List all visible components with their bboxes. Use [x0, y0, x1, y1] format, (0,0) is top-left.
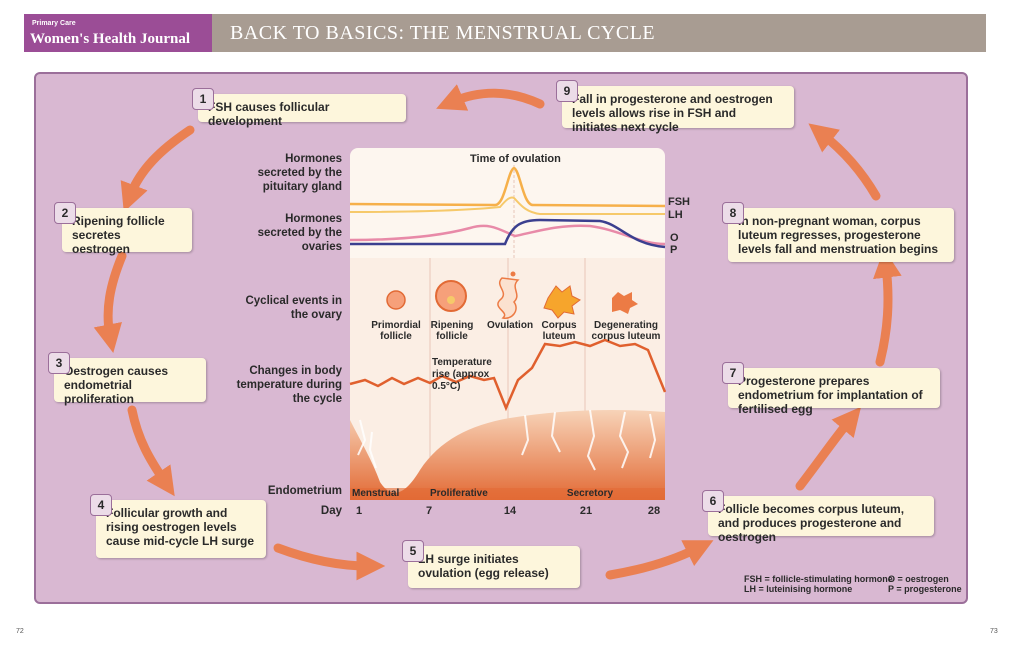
ovary-event-degenerating: Degenerating corpus luteum	[591, 320, 661, 342]
step-2-box: Ripening follicle secretes oestrogen	[62, 208, 192, 256]
arrow-1-to-2	[120, 125, 195, 213]
step-8-box: In non-pregnant woman, corpus luteum reg…	[728, 208, 954, 262]
step-4-box: Follicular growth and rising oestrogen l…	[96, 500, 266, 558]
page-title: BACK TO BASICS: THE MENSTRUAL CYCLE	[230, 22, 656, 44]
arrow-6-to-7	[795, 406, 862, 491]
day-14: 14	[503, 505, 517, 517]
hormone-label-p: P	[670, 244, 678, 256]
legend-fsh: FSH = follicle-stimulating hormone	[744, 574, 893, 584]
arrow-3-to-4	[127, 405, 175, 497]
label-day: Day	[320, 505, 342, 517]
endometrium-shape	[350, 410, 665, 500]
oestrogen-curve	[349, 224, 666, 246]
step-5-number: 5	[402, 540, 424, 562]
step-7-box: Progesterone prepares endometrium for im…	[728, 368, 940, 416]
phase-menstrual: Menstrual	[352, 488, 400, 499]
journal-masthead: Primary Care Women's Health Journal	[24, 14, 212, 52]
step-5-box: LH surge initiates ovulation (egg releas…	[408, 546, 580, 588]
page-number-left: 72	[16, 628, 24, 635]
step-3-box: Oestrogen causes endometrial proliferati…	[54, 358, 206, 406]
progesterone-curve	[350, 218, 666, 249]
day-1: 1	[355, 505, 363, 517]
label-ovaries: Hormones secreted by the ovaries	[257, 213, 342, 253]
step-7-number: 7	[722, 362, 744, 384]
step-1-box: FSH causes follicular development	[198, 94, 406, 128]
lh-curve	[349, 196, 665, 215]
step-2-number: 2	[54, 202, 76, 224]
label-pituitary: Hormones secreted by the pituitary gland	[257, 153, 342, 193]
journal-title: Women's Health Journal	[30, 31, 191, 47]
arrow-9-to-1	[436, 84, 545, 111]
temperature-note: Temperature rise (approx 0.5°C)	[432, 357, 492, 392]
step-3-number: 3	[48, 352, 70, 374]
legend-lh: LH = luteinising hormone	[744, 584, 853, 594]
fsh-curve	[349, 166, 666, 208]
label-temperature: Changes in body temperature during the c…	[236, 365, 342, 405]
day-7: 7	[425, 505, 433, 517]
phase-proliferative: Proliferative	[430, 488, 488, 499]
arrow-7-to-8	[873, 248, 902, 367]
label-endometrium: Endometrium	[267, 485, 342, 497]
ovary-event-primordial: Primordial follicle	[371, 320, 421, 342]
label-ovary-events: Cyclical events in the ovary	[245, 295, 342, 321]
legend-p: P = progesterone	[888, 584, 962, 594]
day-21: 21	[579, 505, 593, 517]
ovary-event-icons	[386, 271, 638, 319]
step-6-box: Follicle becomes corpus luteum, and prod…	[708, 496, 934, 544]
step-9-box: Fall in progesterone and oestrogen level…	[562, 86, 794, 134]
title-bar: BACK TO BASICS: THE MENSTRUAL CYCLE	[212, 14, 986, 52]
arrow-5-to-6	[605, 540, 714, 580]
step-4-number: 4	[90, 494, 112, 516]
legend-o: O = oestrogen	[888, 574, 949, 584]
arrow-8-to-9	[808, 123, 881, 201]
journal-subtitle: Primary Care	[32, 20, 76, 27]
phase-secretory: Secretory	[566, 488, 614, 499]
page-number-right: 73	[990, 628, 998, 635]
step-6-number: 6	[702, 490, 724, 512]
time-of-ovulation-label: Time of ovulation	[470, 153, 561, 165]
day-28: 28	[647, 505, 661, 517]
step-9-number: 9	[556, 80, 578, 102]
ovary-event-corpus-luteum: Corpus luteum	[541, 320, 577, 342]
hormone-label-o: O	[670, 232, 679, 244]
hormone-label-fsh: FSH	[668, 196, 690, 208]
ovary-event-ovulation: Ovulation	[486, 320, 534, 331]
step-8-number: 8	[722, 202, 744, 224]
arrow-2-to-3	[93, 251, 127, 353]
arrow-4-to-5	[273, 543, 386, 581]
step-1-number: 1	[192, 88, 214, 110]
hormone-label-lh: LH	[668, 209, 683, 221]
ovary-event-ripening: Ripening follicle	[430, 320, 474, 342]
temperature-curve	[349, 338, 667, 412]
